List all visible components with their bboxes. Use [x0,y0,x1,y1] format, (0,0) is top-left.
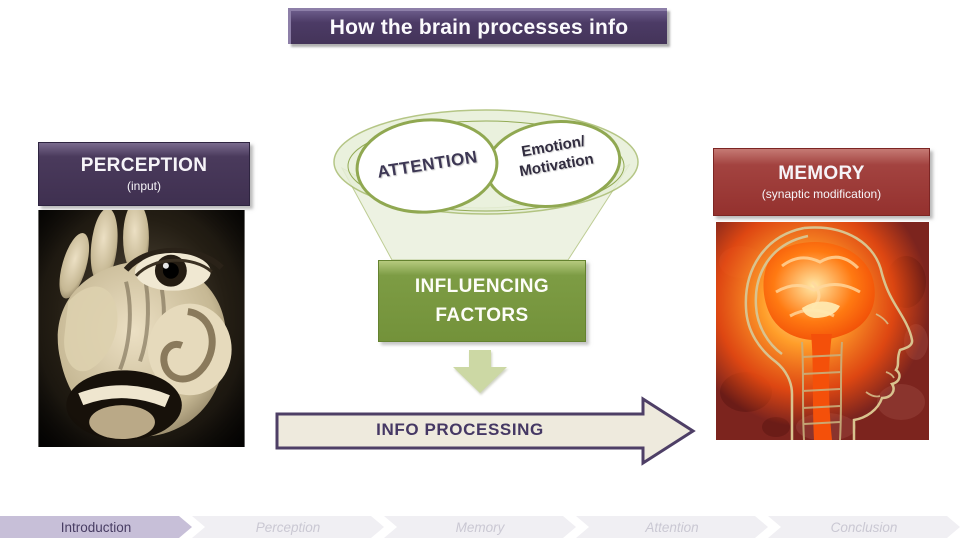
nav-item-perception[interactable]: Perception [192,516,384,538]
nav-label: Conclusion [830,519,898,535]
down-arrow-icon [453,350,507,393]
perception-subtitle: (input) [126,178,161,193]
memory-title: MEMORY [778,163,865,185]
funnel-inner-rim [347,120,625,212]
brain-stem [811,334,832,440]
perception-image [38,210,245,447]
nav-label: Perception [255,519,321,535]
attention-funnel [333,109,639,261]
slide-title: How the brain processes info [288,8,667,44]
vignette-overlay [38,210,245,447]
perception-box: PERCEPTION (input) [38,142,250,206]
memory-box: MEMORY (synaptic modification) [713,148,930,216]
spine-lines [801,341,843,440]
corpus-callosum [802,301,840,318]
nav-item-attention[interactable]: Attention [576,516,768,538]
info-processing-arrow [275,396,696,466]
nav-label: Memory [455,519,505,535]
nav-item-conclusion[interactable]: Conclusion [768,516,960,538]
nav-item-memory[interactable]: Memory [384,516,576,538]
memory-subtitle: (synaptic modification) [761,186,882,201]
nav-item-introduction[interactable]: Introduction [0,516,192,538]
nav-label: Introduction [60,519,132,535]
slide-nav: Introduction Perception Memory Attention… [0,516,960,538]
nav-label: Attention [645,519,699,535]
info-processing-label: INFO PROCESSING [376,420,544,439]
memory-brain-image [716,222,929,440]
influencing-line1: INFLUENCING [414,275,550,297]
influencing-line2: FACTORS [435,305,529,326]
attention-ellipse [355,118,499,214]
influencing-factors-box: INFLUENCING FACTORS [378,260,586,342]
face-detail-lines [865,313,895,398]
head-profile-outline [744,226,914,440]
perception-title: PERCEPTION [80,155,208,177]
